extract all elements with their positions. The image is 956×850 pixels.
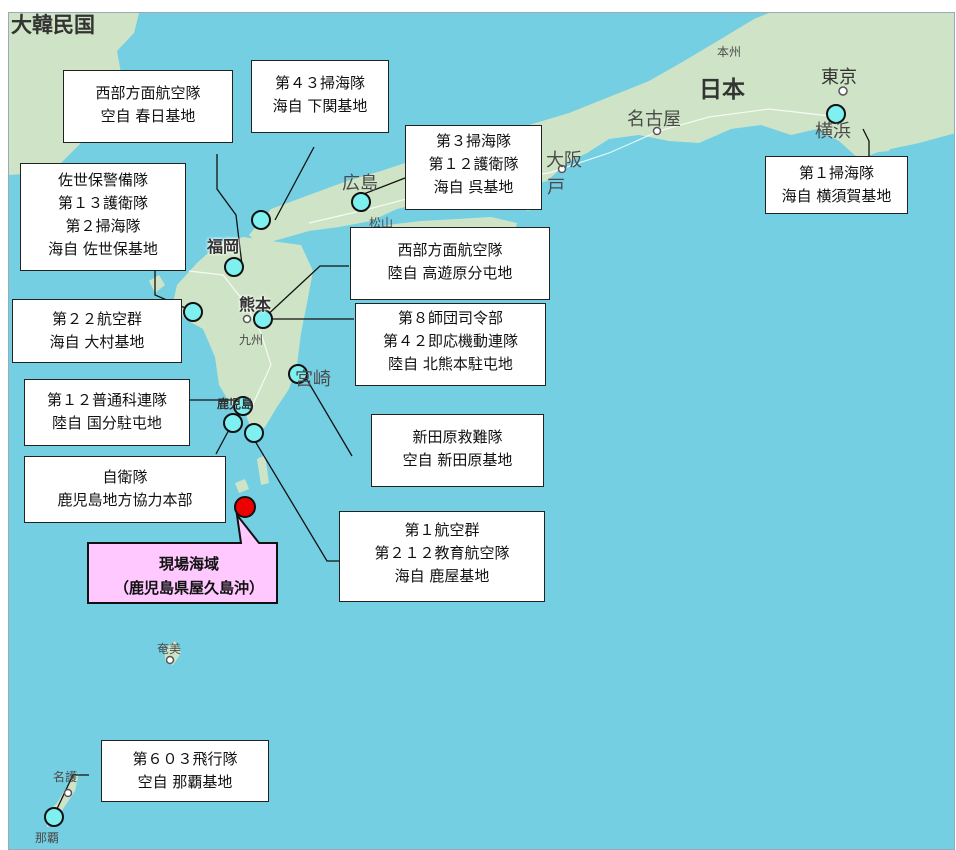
label-takayubaru-line2: 陸自 高遊原分屯地 [387, 264, 513, 282]
kyushu-land [173, 237, 313, 433]
label-kagoshima-pco-line2: 鹿児島地方協力本部 [57, 491, 193, 509]
place-osaka: 大阪 [546, 150, 582, 171]
label-nyutabaru-line1: 新田原救難隊 [412, 428, 503, 446]
place-korea: 大韓民国 [11, 13, 95, 37]
label-naha-line1: 第６０３飛行隊 [132, 750, 238, 768]
place-kyushu: 九州 [239, 333, 264, 347]
incident-label-line1: 現場海域 [158, 555, 219, 573]
incident-callout-shape [87, 511, 278, 604]
label-sasebo-line1: 佐世保警備隊 [57, 171, 148, 189]
label-kasuga-line2: 空自 春日基地 [100, 107, 196, 125]
place-naha: 那覇 [35, 831, 60, 845]
label-kanoya-line2: 第２１２教育航空隊 [374, 544, 510, 562]
label-kitakumamoto-line2: 第４２即応機動連隊 [382, 332, 518, 350]
label-shimonoseki[interactable]: 第４３掃海隊 海自 下関基地 [251, 60, 389, 133]
label-nyutabaru-line2: 空自 新田原基地 [402, 451, 513, 469]
base-markers [44, 104, 846, 827]
place-fukuoka: 福岡 [207, 237, 240, 256]
place-tokyo: 東京 [821, 67, 857, 88]
label-kokubu-line2: 陸自 国分駐屯地 [52, 414, 162, 432]
label-kure-line3: 海自 呉基地 [433, 178, 514, 196]
label-sasebo-line3: 第２掃海隊 [65, 217, 141, 235]
map-canvas[interactable]: 大韓民国 日本 本州 東京 横浜 名古屋 大阪 戸 広島 松山 福岡 熊本 九州… [8, 12, 955, 850]
goto-islands [149, 275, 165, 293]
label-kitakumamoto-line1: 第８師団司令部 [397, 309, 503, 327]
label-omura-line2: 海自 大村基地 [49, 333, 145, 351]
label-naha-line2: 空自 那覇基地 [137, 773, 233, 791]
place-matsuyama: 松山 [369, 216, 394, 230]
place-miyazaki: 宮崎 [295, 369, 331, 390]
label-kanoya[interactable]: 第１航空群 第２１２教育航空隊 海自 鹿屋基地 [339, 511, 545, 602]
label-takayubaru[interactable]: 西部方面航空隊 陸自 高遊原分屯地 [350, 227, 550, 300]
label-kanoya-line1: 第１航空群 [404, 521, 480, 539]
incident-label-line2: （鹿児島県屋久島沖） [113, 579, 264, 597]
place-honshu: 本州 [717, 45, 742, 59]
label-kure[interactable]: 第３掃海隊 第１２護衛隊 海自 呉基地 [405, 125, 542, 210]
label-sasebo[interactable]: 佐世保警備隊 第１３護衛隊 第２掃海隊 海自 佐世保基地 [20, 163, 186, 271]
label-yokosuka[interactable]: 第１掃海隊 海自 横須賀基地 [765, 156, 908, 214]
label-kagoshima-pco-line1: 自衛隊 [102, 468, 148, 486]
place-yokohama: 横浜 [815, 121, 851, 142]
label-omura[interactable]: 第２２航空群 海自 大村基地 [12, 299, 182, 363]
label-shimonoseki-line1: 第４３掃海隊 [274, 74, 365, 92]
label-nyutabaru[interactable]: 新田原救難隊 空自 新田原基地 [371, 414, 544, 487]
boso-land [849, 121, 899, 153]
place-kagoshima: 鹿児島 [217, 397, 254, 411]
place-amami: 奄美 [157, 642, 182, 656]
label-kanoya-line3: 海自 鹿屋基地 [394, 567, 490, 585]
label-omura-line1: 第２２航空群 [51, 310, 142, 328]
label-kitakumamoto[interactable]: 第８師団司令部 第４２即応機動連隊 陸自 北熊本駐屯地 [355, 303, 546, 386]
place-nago: 名護 [53, 770, 78, 784]
label-sasebo-line2: 第１３護衛隊 [57, 194, 148, 212]
label-kokubu-line1: 第１２普通科連隊 [46, 391, 167, 409]
label-kasuga[interactable]: 西部方面航空隊 空自 春日基地 [63, 70, 233, 143]
label-kure-line2: 第１２護衛隊 [428, 155, 519, 173]
place-kumamoto: 熊本 [239, 295, 272, 314]
incident-marker [234, 496, 256, 518]
tanegashima [257, 455, 269, 485]
label-takayubaru-line1: 西部方面航空隊 [397, 241, 503, 259]
label-kokubu[interactable]: 第１２普通科連隊 陸自 国分駐屯地 [24, 379, 190, 446]
city-dots [63, 86, 848, 798]
label-kure-line1: 第３掃海隊 [435, 132, 511, 150]
label-kitakumamoto-line3: 陸自 北熊本駐屯地 [388, 355, 513, 373]
place-japan: 日本 [699, 77, 745, 103]
label-kagoshima-pco[interactable]: 自衛隊 鹿児島地方協力本部 [24, 456, 226, 523]
label-sasebo-line4: 海自 佐世保基地 [48, 240, 158, 258]
place-kobe: 戸 [547, 177, 565, 198]
label-naha[interactable]: 第６０３飛行隊 空自 那覇基地 [101, 740, 269, 802]
place-hiroshima: 広島 [342, 173, 378, 194]
yakushima [235, 479, 249, 493]
label-kasuga-line1: 西部方面航空隊 [95, 84, 201, 102]
label-yokosuka-line1: 第１掃海隊 [798, 164, 874, 182]
label-yokosuka-line2: 海自 横須賀基地 [781, 187, 892, 205]
incident-label[interactable]: 現場海域 （鹿児島県屋久島沖） [96, 539, 282, 605]
label-shimonoseki-line2: 海自 下関基地 [272, 97, 368, 115]
place-nagoya: 名古屋 [627, 109, 681, 130]
